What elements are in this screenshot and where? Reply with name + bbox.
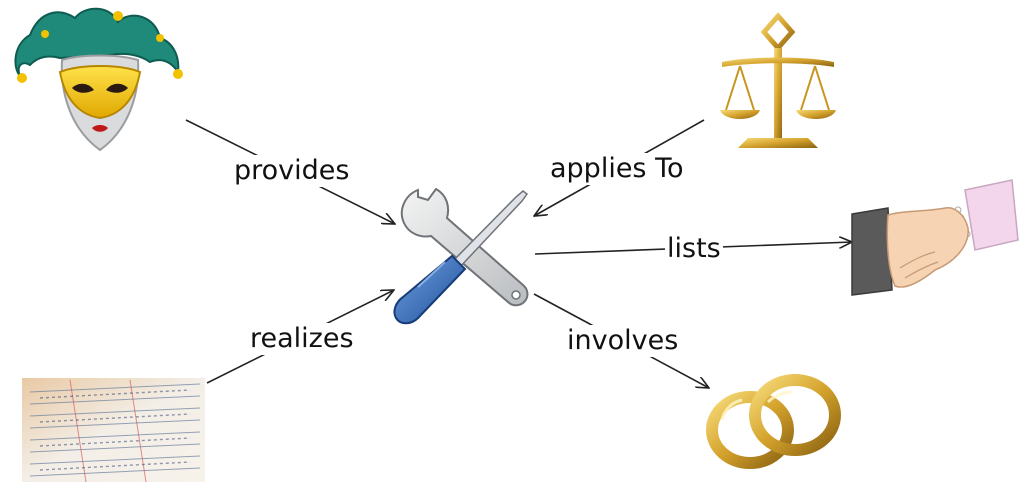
edge-label-lists: lists	[665, 233, 723, 265]
ledger-icon	[22, 378, 205, 483]
edge-label-realizes: realizes	[248, 323, 356, 355]
wedding-rings-icon	[706, 374, 841, 469]
scales-of-justice-icon	[720, 12, 836, 148]
edge-label-applies-to: applies To	[548, 153, 686, 185]
handshake-icon	[851, 179, 1019, 296]
tools-icon	[393, 187, 529, 325]
jester-mask-icon	[14, 7, 183, 152]
edge-label-involves: involves	[565, 325, 681, 357]
edge-label-provides: provides	[232, 155, 352, 187]
